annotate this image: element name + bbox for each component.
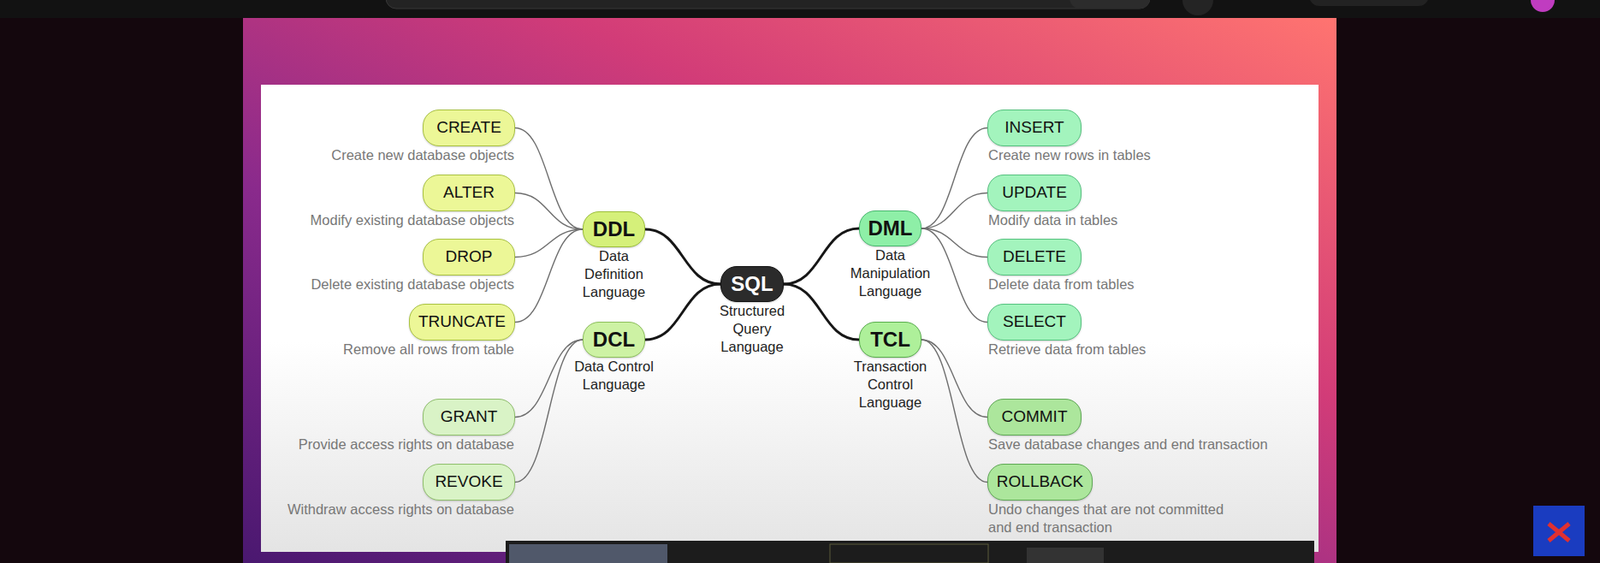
command-pill: COMMITSave database changes and end tran… [987, 398, 1082, 436]
command-pill: CREATECreate new database objects [422, 109, 516, 147]
command-pill: ALTERModify existing database objects [422, 174, 516, 212]
command-pill: SELECTRetrieve data from tables [987, 303, 1082, 341]
pill-label: ALTER [443, 175, 495, 210]
description-text: Modify existing database objects [310, 211, 515, 230]
pill-label: GRANT [440, 399, 498, 434]
pill-label: ROLLBACK [996, 464, 1084, 499]
pill-label: TCL [870, 322, 911, 356]
description-text: Create new database objects [331, 146, 515, 165]
branch-connector [921, 339, 988, 418]
command-pill: ROLLBACKUndo changes that are not commit… [987, 463, 1093, 501]
sql-root-pill: SQLStructured Query Language [720, 266, 784, 303]
branch-connector [515, 229, 583, 258]
branch-connector [921, 128, 988, 230]
branch-connector [783, 284, 860, 340]
branch-connector [515, 229, 583, 323]
pill-label: DELETE [1002, 239, 1067, 274]
description-text: Data Definition Language [578, 247, 651, 302]
pill-label: DROP [445, 239, 493, 274]
description-text: Withdraw access rights on database [287, 500, 515, 519]
command-pill: INSERTCreate new rows in tables [987, 109, 1082, 147]
category-pill: DCLData Control Language [582, 321, 646, 358]
description-text: Retrieve data from tables [988, 340, 1146, 359]
description-text: Structured Query Language [712, 302, 792, 356]
description-text: Delete data from tables [988, 275, 1135, 294]
pill-label: SQL [730, 266, 773, 301]
branch-connector [515, 339, 583, 418]
category-pill: DDLData Definition Language [582, 211, 646, 248]
branch-connector [921, 193, 988, 230]
command-pill: GRANTProvide access rights on database [422, 398, 516, 436]
category-pill: TCLTransaction Control Language [859, 321, 922, 358]
branch-connector [645, 284, 721, 340]
pill-label: DML [868, 211, 913, 245]
branch-connector [783, 228, 860, 285]
description-text: Provide access rights on database [298, 435, 515, 454]
pill-label: DCL [592, 322, 635, 356]
description-text: Data Manipulation Language [844, 246, 937, 301]
pill-label: TRUNCATE [418, 304, 506, 339]
command-pill: REVOKEWithdraw access rights on database [422, 463, 516, 501]
pill-label: UPDATE [1001, 175, 1067, 210]
branch-connector [921, 339, 988, 483]
branch-connector [515, 193, 583, 231]
pill-label: CREATE [436, 110, 502, 145]
pill-label: DDL [592, 212, 635, 246]
description-text: Remove all rows from table [343, 340, 515, 359]
branch-connector [515, 339, 583, 483]
branch-connector [921, 228, 988, 258]
command-pill: UPDATEModify data in tables [987, 174, 1082, 212]
branch-connector [515, 128, 583, 231]
pill-label: COMMIT [1001, 399, 1067, 434]
branch-connector [645, 229, 721, 285]
description-text: Create new rows in tables [988, 146, 1151, 165]
description-text: Undo changes that are not committed and … [988, 500, 1242, 537]
description-text: Data Control Language [566, 357, 663, 394]
branch-connector [921, 228, 988, 323]
description-text: Delete existing database objects [310, 275, 515, 294]
command-pill: TRUNCATERemove all rows from table [408, 303, 516, 341]
description-text: Modify data in tables [988, 211, 1118, 230]
command-pill: DROPDelete existing database objects [422, 238, 516, 276]
pill-label: SELECT [1002, 304, 1067, 339]
category-pill: DMLData Manipulation Language [859, 210, 922, 247]
description-text: Save database changes and end transactio… [988, 435, 1269, 454]
command-pill: DELETEDelete data from tables [987, 238, 1082, 276]
pill-label: INSERT [1004, 110, 1064, 145]
description-text: Transaction Control Language [846, 357, 936, 412]
pill-label: REVOKE [434, 464, 503, 499]
